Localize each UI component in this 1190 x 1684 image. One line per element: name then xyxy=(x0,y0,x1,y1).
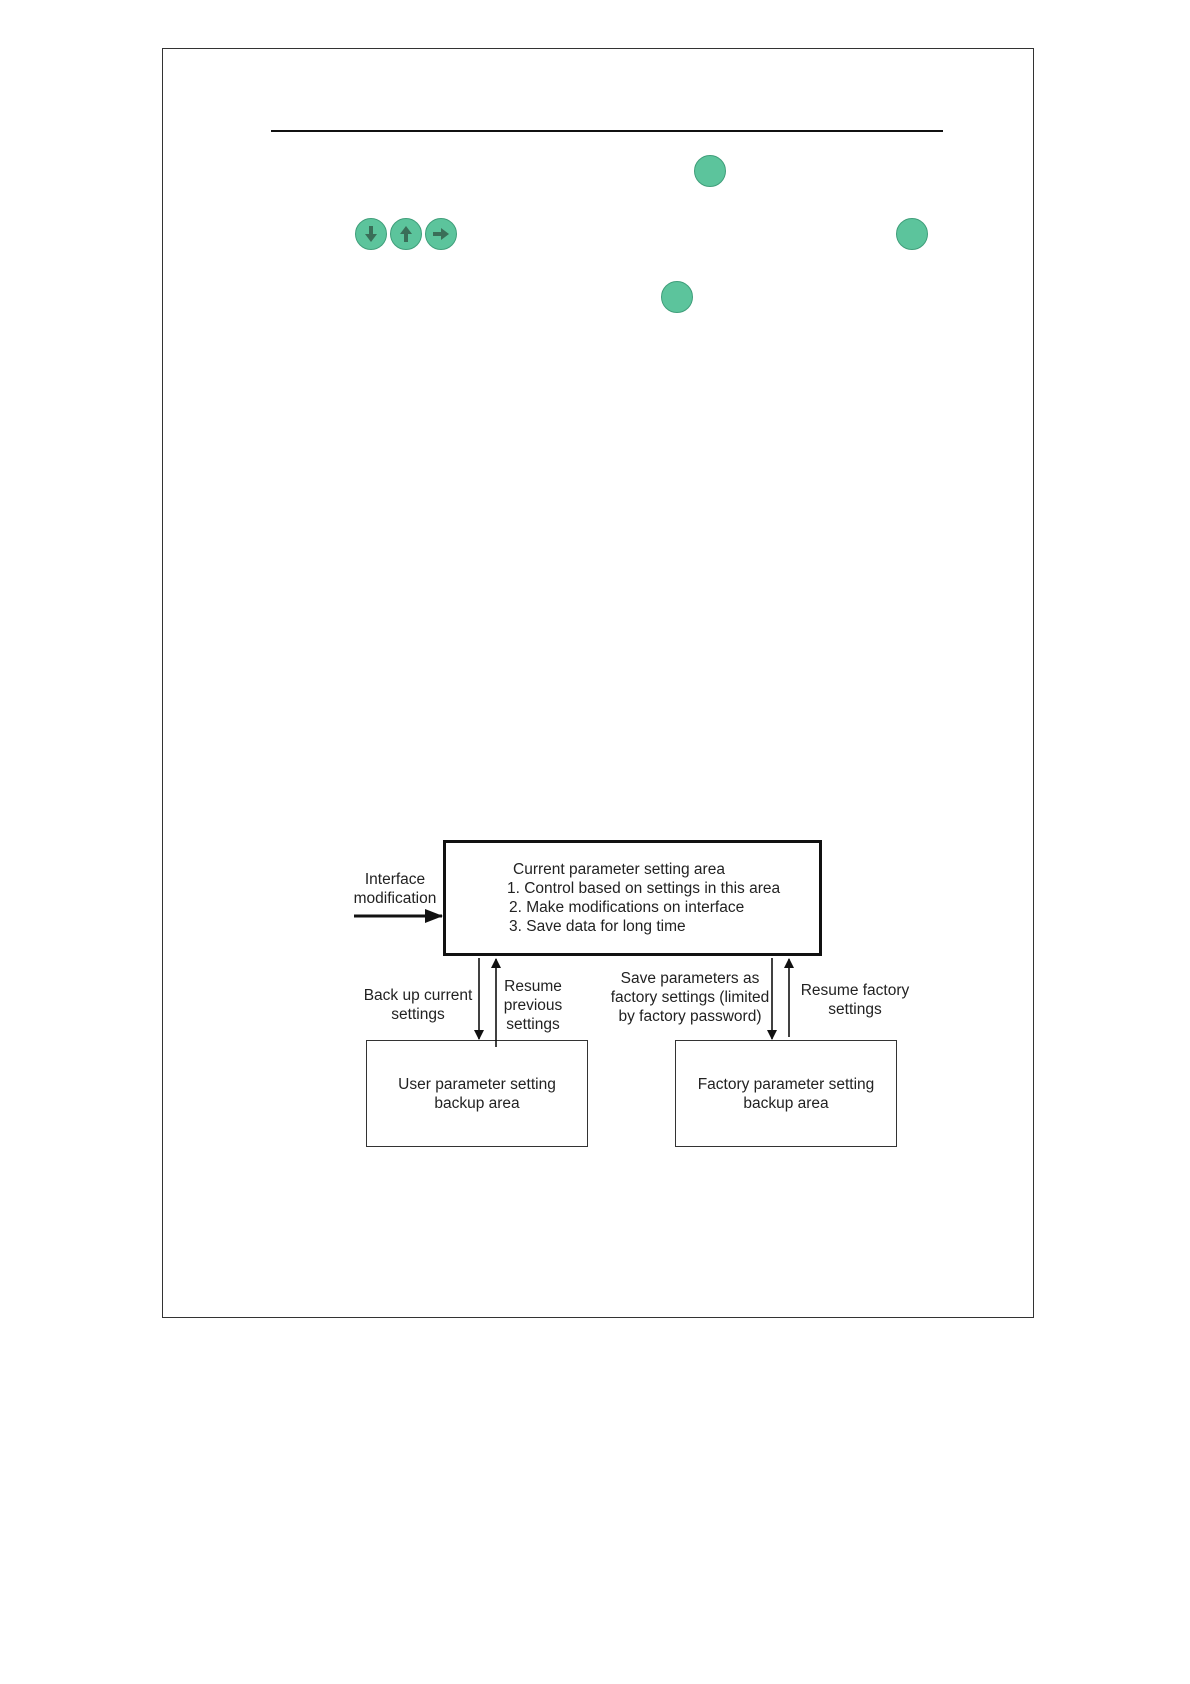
user-backup-area-line2: backup area xyxy=(434,1095,520,1112)
interface-modification-line2: modification xyxy=(353,890,437,907)
resume-previous-label: Resume previous settings xyxy=(500,977,566,1034)
resume-factory-label: Resume factory settings xyxy=(794,981,916,1019)
backup-current-line2: settings xyxy=(391,1006,445,1023)
save-factory-label: Save parameters as factory settings (lim… xyxy=(604,969,776,1026)
header-rule xyxy=(271,130,943,132)
current-parameter-area-title: Current parameter setting area xyxy=(513,861,725,878)
page-frame xyxy=(162,48,1034,1318)
factory-backup-area-line1: Factory parameter setting xyxy=(697,1076,875,1093)
key-icon xyxy=(694,155,726,187)
key-icon xyxy=(661,281,693,313)
resume-previous-line3: settings xyxy=(506,1016,560,1033)
factory-backup-area-box: Factory parameter setting backup area xyxy=(675,1040,897,1147)
current-parameter-area-box: Current parameter setting area 1. Contro… xyxy=(443,840,822,956)
right-arrow-key-icon xyxy=(425,218,457,250)
save-factory-line3: by factory password) xyxy=(618,1008,762,1025)
interface-modification-label: Interface modification xyxy=(352,870,438,908)
resume-previous-line1: Resume xyxy=(504,978,562,995)
down-arrow-key-icon xyxy=(355,218,387,250)
resume-factory-line2: settings xyxy=(828,1001,882,1018)
user-backup-area-box: User parameter setting backup area xyxy=(366,1040,588,1147)
current-parameter-area-text: Current parameter setting area 1. Contro… xyxy=(507,860,780,936)
key-icon xyxy=(896,218,928,250)
current-parameter-area-item-2: 2. Make modifications on interface xyxy=(509,899,745,916)
up-arrow-key-icon xyxy=(390,218,422,250)
backup-current-line1: Back up current xyxy=(363,987,473,1004)
factory-backup-area-line2: backup area xyxy=(743,1095,829,1112)
interface-modification-line1: Interface xyxy=(364,871,426,888)
current-parameter-area-item-3: 3. Save data for long time xyxy=(509,918,686,935)
resume-previous-line2: previous xyxy=(503,997,563,1014)
resume-factory-line1: Resume factory xyxy=(800,982,910,999)
save-factory-line2: factory settings (limited xyxy=(610,989,770,1006)
current-parameter-area-item-1: 1. Control based on settings in this are… xyxy=(507,880,781,897)
user-backup-area-line1: User parameter setting xyxy=(398,1076,556,1093)
save-factory-line1: Save parameters as xyxy=(620,970,760,987)
backup-current-label: Back up current settings xyxy=(358,986,478,1024)
